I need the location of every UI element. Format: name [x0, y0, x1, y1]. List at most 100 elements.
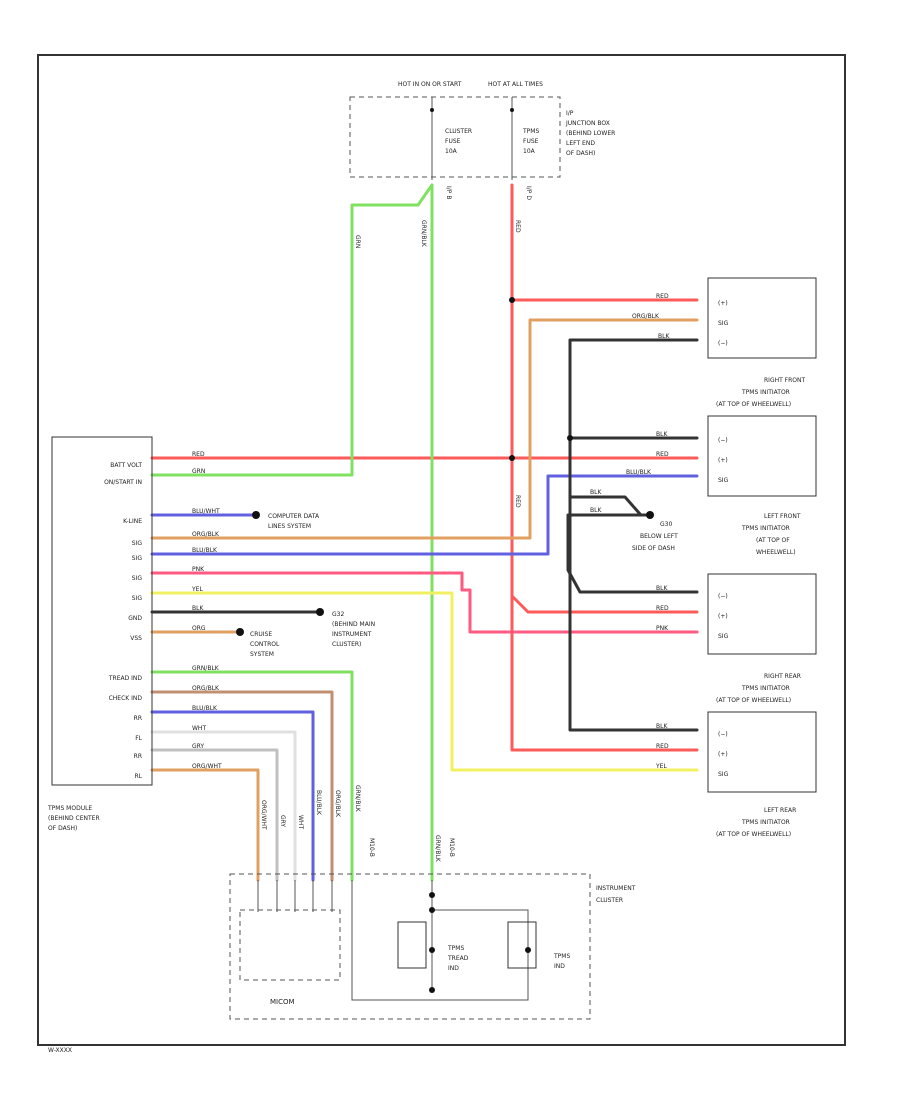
wire-white-fl: [150, 730, 297, 882]
lf-label-4: WHEELWELL): [756, 549, 796, 556]
wire-label-rf-blk: BLK: [658, 333, 670, 340]
wire-label-ign-grn: GRN: [192, 468, 205, 475]
rr-pin-sig: SIG: [718, 633, 729, 640]
cluster-conn-a: M10-B: [368, 838, 375, 857]
wire-label-v-grnblk2: GRN/BLK: [434, 835, 441, 863]
g32-line3: INSTRUMENT: [332, 631, 372, 638]
wire-label-fl: WHT: [192, 725, 206, 732]
lf-label-2: TPMS INITIATOR: [741, 525, 790, 532]
tpms-module-pin-0: BATT VOLT: [110, 462, 142, 469]
wire-label-gnd: BLK: [192, 605, 204, 612]
wire-label-v-blublk: BLU/BLK: [315, 790, 322, 816]
cluster-fuse-line2: FUSE: [445, 138, 461, 145]
wire-label-v-wht: WHT: [297, 815, 304, 829]
wire-label-check: ORG/BLK: [192, 685, 220, 692]
wire-label-red-up: RED: [514, 220, 521, 233]
wire-label-v-orgwht: ORG/WHT: [260, 800, 267, 830]
wire-red-feed: [510, 183, 699, 752]
rf-label-2: TPMS INITIATOR: [741, 389, 790, 396]
wire-label-rr: BLU/BLK: [192, 705, 218, 712]
cluster-fuse-line3: 10A: [445, 148, 458, 155]
wire-gray-rr: [150, 748, 279, 882]
wire-label-v-grnblk: GRN/BLK: [354, 785, 361, 813]
tpms-fuse-line2: FUSE: [523, 138, 539, 145]
tread-ind-line3: IND: [448, 965, 459, 972]
wire-red-lf: [510, 594, 699, 614]
right-rear-initiator: (−) (+) SIG RIGHT REAR TPMS INITIATOR (A…: [707, 573, 817, 704]
wire-label-lf-blk: BLK: [656, 431, 668, 438]
wire-label-rf-red: RED: [656, 293, 669, 300]
wire-label-g30-blk1: BLK: [590, 489, 602, 496]
rr-pin-neg: (−): [718, 593, 728, 600]
rf-label-1: RIGHT FRONT: [764, 377, 806, 384]
tpms-ind-line2: IND: [554, 963, 565, 970]
wire-label-sig2: BLU/BLK: [192, 547, 218, 554]
rr-label-1: RIGHT REAR: [764, 673, 801, 680]
lr-label-3: (AT TOP OF WHEELWELL): [716, 831, 791, 838]
lr-label-1: LEFT REAR: [764, 807, 796, 814]
diagram-frame: [37, 54, 846, 1046]
wire-label-sig4: YEL: [191, 586, 203, 593]
tpms-module-pin-11: TREAD IND: [108, 675, 143, 682]
computer-data-line2: LINES SYSTEM: [268, 523, 311, 530]
rr-label-3: (AT TOP OF WHEELWELL): [716, 697, 791, 704]
lf-pin-sig: SIG: [718, 477, 729, 484]
wire-brown-check: [150, 690, 334, 882]
wire-label-rr-blk: BLK: [656, 585, 668, 592]
wire-label-rl: ORG/WHT: [192, 763, 222, 770]
junction-box-label-4: LEFT END: [566, 140, 595, 147]
lr-pin-neg: (−): [718, 731, 728, 738]
tpms-module-pin-1: ON/START IN: [104, 479, 142, 486]
hot-in-on-label: HOT IN ON OR START: [398, 81, 462, 88]
tpms-module-pin-8: GND: [128, 615, 142, 622]
right-front-initiator: (+) SIG (−) RIGHT FRONT TPMS INITIATOR (…: [707, 277, 817, 408]
wire-blue-lf-sig: [150, 474, 699, 556]
wire-label-batt-red: RED: [192, 451, 205, 458]
rf-pin-sig: SIG: [718, 320, 729, 327]
rr-label-2: TPMS INITIATOR: [741, 685, 790, 692]
wire-label-v-gry: GRY: [279, 815, 286, 827]
rf-label-3: (AT TOP OF WHEELWELL): [716, 401, 791, 408]
tpms-module-pin-16: RL: [134, 773, 142, 780]
rr-pin-pos: (+): [718, 613, 728, 620]
g32-line4: CLUSTER): [332, 641, 361, 648]
instrument-cluster: INSTRUMENT CLUSTER M10-B M10-B MICOM TPM…: [229, 838, 636, 1020]
g30-line2: BELOW LEFT: [640, 533, 678, 540]
wire-yellow-lr-sig: [150, 591, 699, 772]
tpms-module-pin-12: CHECK IND: [109, 695, 143, 702]
lr-pin-pos: (+): [718, 751, 728, 758]
right-rear-initiator-box: [707, 573, 817, 655]
rf-pin-neg: (−): [718, 340, 728, 347]
tread-ind-line2: TREAD: [447, 955, 469, 962]
wire-black-rf: [568, 338, 699, 732]
wire-black-g30: [566, 513, 699, 594]
wire-green-ign: [150, 183, 434, 477]
tpms-module-pin-4: SIG: [132, 540, 143, 547]
tpms-module-pin-7: SIG: [132, 595, 143, 602]
wire-label-lr-blk: BLK: [656, 723, 668, 730]
wire-green-tread: [150, 670, 354, 882]
lr-pin-sig: SIG: [718, 771, 729, 778]
conn-ipb-label: I/P B: [445, 186, 452, 199]
wire-label-tread: GRN/BLK: [192, 665, 220, 672]
tpms-module-box: [51, 436, 153, 786]
wire-label-vss: ORG: [192, 625, 206, 632]
wire-label-sig1: ORG/BLK: [192, 531, 220, 538]
junction-box-label-3: (BEHIND LOWER: [566, 130, 615, 137]
tread-ind-line1: TPMS: [447, 945, 464, 952]
wire-labels: GRN GRN/BLK RED RED ORG/BLK BLK BLK RED …: [191, 220, 670, 863]
junction-box: HOT IN ON OR START HOT AT ALL TIMES CLUS…: [349, 81, 615, 200]
tpms-module-label-1: TPMS MODULE: [47, 805, 92, 812]
left-front-initiator-box: [707, 415, 817, 497]
wire-label-rf-orgblk: ORG/BLK: [632, 313, 660, 320]
instrument-cluster-outline: [229, 873, 591, 1020]
wire-label-rr-red: RED: [656, 605, 669, 612]
g30-line1: G30: [660, 521, 672, 528]
tpms-module-pin-13: RR: [134, 715, 142, 722]
junction-box-label-2: JUNCTION BOX: [565, 120, 610, 127]
computer-data-line1: COMPUTER DATA: [268, 513, 320, 520]
cruise-line2: CONTROL: [250, 641, 280, 648]
junction-box-label-5: OF DASH): [566, 150, 595, 157]
cruise-line3: SYSTEM: [250, 651, 274, 658]
